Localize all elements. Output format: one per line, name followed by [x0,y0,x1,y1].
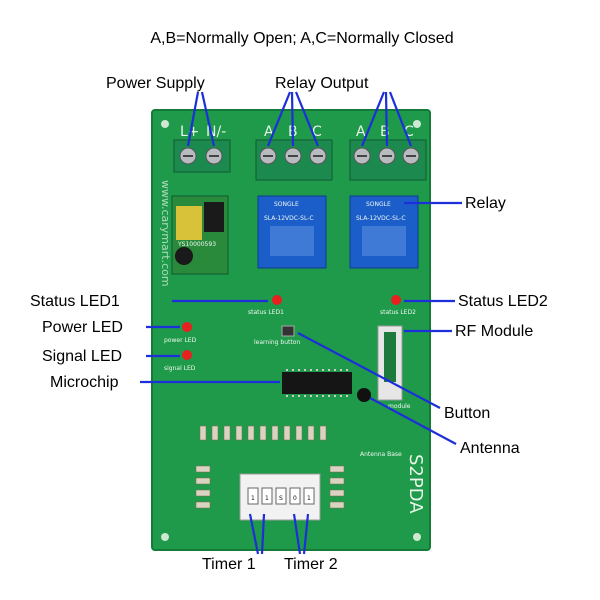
svg-text:B: B [380,124,390,140]
svg-text:YS10000593: YS10000593 [177,241,216,248]
svg-text:1: 1 [265,495,269,502]
label-timer1: Timer 1 [202,556,256,573]
relay-2: SONGLE SLA-12VDC-SL-C [349,195,419,269]
label-antenna: Antenna [460,440,520,457]
svg-text:learning button: learning button [254,339,300,346]
label-status-led2: Status LED2 [458,293,548,310]
svg-text:SONGLE: SONGLE [274,201,299,208]
svg-text:C: C [404,124,414,140]
microchip [282,369,352,397]
mounting-hole [161,120,169,128]
label-power-supply: Power Supply [106,75,205,92]
relay-1: SONGLE SLA-12VDC-SL-C [257,195,327,269]
svg-text:SLA-12VDC-SL-C: SLA-12VDC-SL-C [356,215,406,222]
svg-text:A: A [356,124,366,140]
svg-text:C: C [312,124,322,140]
relay2-terminal-block [349,139,427,181]
svg-text:module: module [388,403,411,410]
mounting-hole [413,533,421,541]
mounting-hole [413,120,421,128]
resistor-row [199,425,327,441]
antenna-base [357,388,371,402]
dip-switch: 1 1 S 0 1 [239,473,321,521]
button-arrow [297,332,441,409]
power-terminal-block [173,139,231,173]
status-led2 [391,295,401,305]
svg-text:1: 1 [307,495,311,502]
rf-module: module [377,325,411,410]
resistor-column-right [329,465,345,509]
label-signal-led: Signal LED [42,348,122,365]
svg-text:SONGLE: SONGLE [366,201,391,208]
power-supply-arrows [186,91,216,147]
label-power-led: Power LED [42,319,123,336]
svg-text:power LED: power LED [164,337,197,344]
relay1-terminal-block [255,139,333,181]
label-microchip: Microchip [50,374,119,391]
svg-text:1: 1 [251,495,255,502]
label-relay: Relay [465,195,506,212]
label-timer2: Timer 2 [284,556,338,573]
timer1-arrows [248,513,266,555]
svg-text:0: 0 [293,495,297,502]
label-relay-output: Relay Output [275,75,369,92]
learning-button [281,325,295,337]
resistor-column-left [195,465,211,509]
watermark: www.carymart.com [159,180,172,287]
svg-text:status LED2: status LED2 [380,309,416,316]
relay-output-arrows [266,91,413,147]
svg-text:S: S [279,495,283,502]
label-rf-module: RF Module [455,323,533,340]
svg-text:signal LED: signal LED [164,365,196,372]
board-model: S2PDA [405,454,426,514]
svg-text:SLA-12VDC-SL-C: SLA-12VDC-SL-C [264,215,314,222]
svg-text:A: A [264,124,274,140]
timer2-arrows [292,513,310,555]
svg-text:status LED1: status LED1 [248,309,284,316]
label-button: Button [444,405,490,422]
power-led [182,322,192,332]
svg-text:Antenna Base: Antenna Base [360,451,402,458]
label-status-led1: Status LED1 [30,293,120,310]
relay2-terminal-labels: A B C [356,124,414,140]
signal-led [182,350,192,360]
caption: A,B=Normally Open; A,C=Normally Closed [150,30,453,47]
status-led1 [272,295,282,305]
mounting-hole [161,533,169,541]
power-module: YS10000593 [171,195,229,275]
antenna-arrow [369,397,457,445]
